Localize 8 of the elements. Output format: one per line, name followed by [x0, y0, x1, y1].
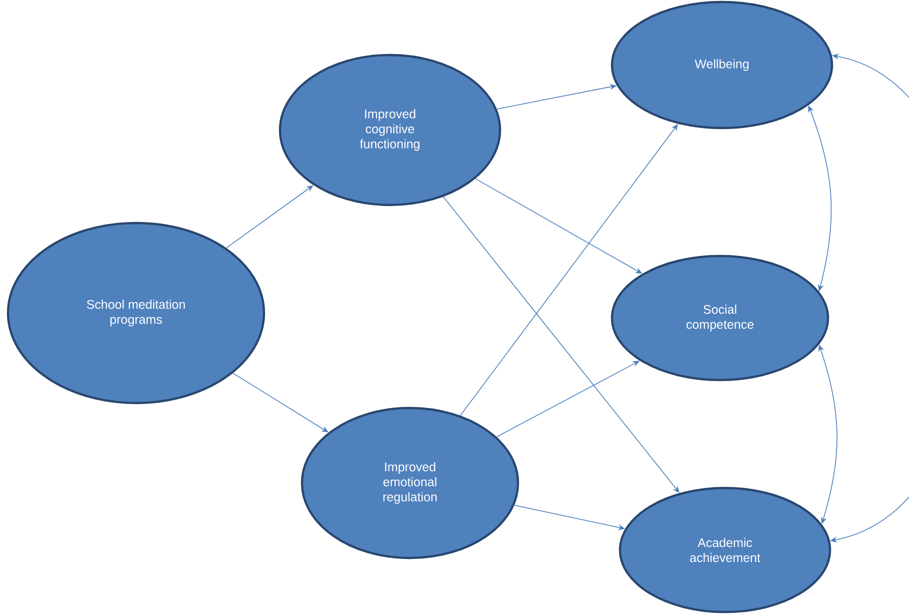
oval-node: Social competence	[610, 254, 830, 382]
oval-node: Improved emotional regulation	[300, 406, 520, 560]
oval-node: Wellbeing	[610, 0, 834, 130]
arrow	[226, 185, 314, 248]
arrow	[232, 372, 328, 432]
oval-node: School meditation programs	[6, 222, 266, 404]
oval-node: Improved cognitive functioning	[278, 54, 502, 206]
oval-node: Academic achievement	[618, 486, 832, 614]
